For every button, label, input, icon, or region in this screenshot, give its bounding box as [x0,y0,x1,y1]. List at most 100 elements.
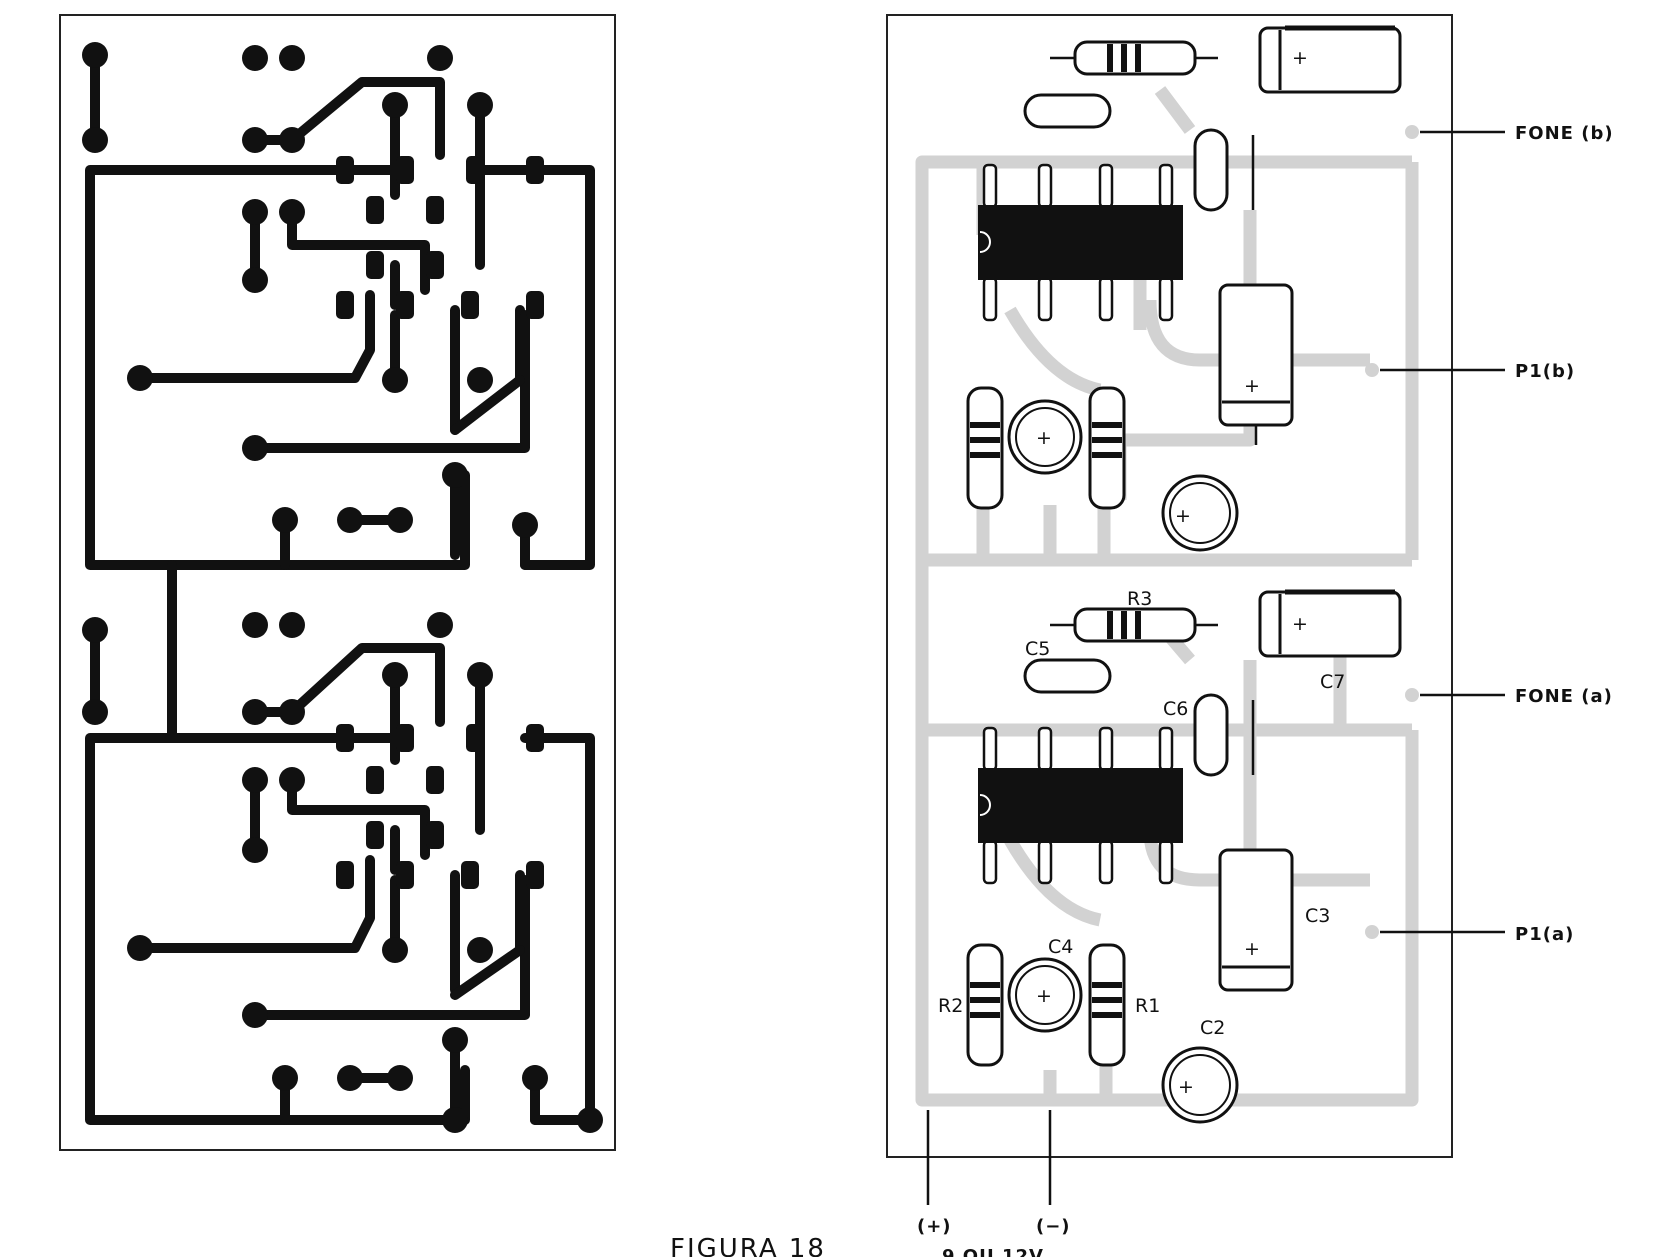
pad-round-27 [279,699,305,725]
copper-track-5 [520,733,595,1125]
pad-ic-23 [526,861,544,889]
c2-label: C2 [1200,1017,1225,1039]
p1-a-label: P1(a) [1515,924,1574,945]
pad-round-23 [242,612,268,638]
pad-ic-1 [396,156,414,184]
pad-ic-7 [426,251,444,279]
pad-round-17 [272,507,298,533]
pad-ic-8 [336,291,354,319]
ic-b-pin-bottom-1 [1037,276,1053,322]
pad-ic-10 [461,291,479,319]
copper-track-23 [450,375,525,435]
svg-text:+: + [1244,938,1260,960]
r2-label: R2 [938,995,963,1017]
p1-b-label: P1(b) [1515,361,1575,382]
pad-round-41 [522,1065,548,1091]
copper-track-19 [250,310,530,453]
pad-ic-5 [426,196,444,224]
ic-b-pin-top-1 [1037,163,1053,209]
pad-ic-9 [396,291,414,319]
r3-label: R3 [1127,588,1152,610]
pad-round-22 [82,699,108,725]
ic-a-pin-bottom-1 [1037,839,1053,885]
ic-b-pin-bottom-2 [1098,276,1114,322]
pad-ic-3 [526,156,544,184]
capacitor-c2-b [1161,474,1239,552]
fone-b-label: FONE (b) [1515,123,1614,144]
supply-voltage-label: 9 OU 12V [942,1246,1044,1257]
capacitor-c6-b [1193,128,1229,212]
c5-label: C5 [1025,638,1050,660]
capacitor-c5-b [1023,93,1112,129]
ic-a-pin-top-1 [1037,726,1053,772]
c6-label: C6 [1163,698,1188,720]
pad-ic-17 [426,766,444,794]
pad-ic-0 [336,156,354,184]
pad-round-43 [577,1107,603,1133]
c3-label: C3 [1305,905,1330,927]
pad-round-8 [467,92,493,118]
external-connections [926,125,1505,1205]
capacitor-c3-b [1218,283,1294,427]
pad-ic-20 [336,861,354,889]
pad-ic-18 [366,821,384,849]
ic-b [978,205,1183,280]
copper-track-38 [450,945,525,1000]
svg-text:+: + [1175,505,1191,527]
channel-b-components: + + + [966,25,1402,552]
pad-round-16 [442,462,468,488]
pad-round-35 [467,937,493,963]
negative-label: (−) [1036,1216,1071,1237]
pad-round-15 [242,435,268,461]
pad-round-37 [442,1027,468,1053]
ic-b-pin-bottom-0 [982,276,998,322]
pad-round-42 [442,1107,468,1133]
pad-round-18 [337,507,363,533]
fone-a-label: FONE (a) [1515,686,1613,707]
pad-ic-21 [396,861,414,889]
ic-b-pin-top-3 [1158,163,1174,209]
pad-round-33 [382,937,408,963]
pad-round-1 [82,127,108,153]
pad-round-3 [279,45,305,71]
pad-ic-13 [396,724,414,752]
pad-round-31 [279,767,305,793]
copper-tracks [85,50,595,1125]
pad-ic-16 [366,766,384,794]
copper-track-31 [135,855,375,953]
svg-text:+: + [1036,427,1052,449]
pad-round-39 [337,1065,363,1091]
pad-ic-6 [366,251,384,279]
pad-round-20 [512,512,538,538]
pad-round-34 [127,935,153,961]
pad-ic-11 [526,291,544,319]
copper-track-0 [480,165,595,570]
pad-round-5 [242,127,268,153]
figure-caption: FIGURA 18 [670,1234,826,1257]
pad-round-26 [242,699,268,725]
pad-ic-19 [426,821,444,849]
ic-b-pin-top-2 [1098,163,1114,209]
capacitor-c2 [1161,1046,1239,1124]
pad-ic-22 [461,861,479,889]
pad-round-10 [279,199,305,225]
capacitor-c4-b [1007,399,1083,475]
c4-label: C4 [1048,936,1073,958]
capacitor-c5 [1023,658,1112,694]
resistor-r2 [966,943,1004,1067]
copper-pads [82,42,603,1133]
pad-ic-2 [466,156,484,184]
pad-round-30 [242,767,268,793]
ic-a-pin-top-0 [982,726,998,772]
copper-side-board [59,14,616,1151]
pad-round-7 [382,92,408,118]
resistor-r2-b [966,386,1004,510]
pad-round-28 [382,662,408,688]
copper-track-29 [287,775,430,860]
capacitor-c6 [1193,693,1229,777]
ic-a [978,768,1183,843]
component-side-board: + + + [886,14,1614,1257]
pad-round-21 [82,617,108,643]
svg-text:+: + [1178,1076,1194,1098]
resistor-r1 [1088,943,1126,1067]
